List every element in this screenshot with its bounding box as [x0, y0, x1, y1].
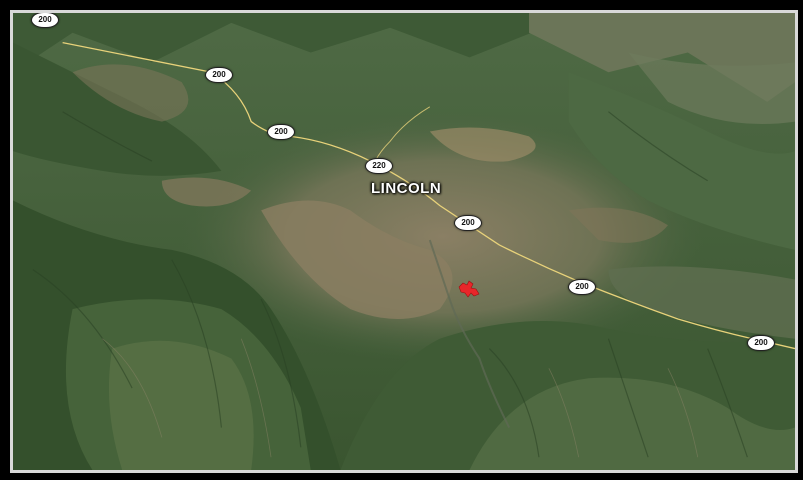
- fire-perimeter-icon[interactable]: [457, 279, 481, 299]
- route-shield-upper-left: 200: [205, 67, 233, 83]
- satellite-map[interactable]: 200 200 200 220 200 200 200 LINCOLN: [10, 10, 798, 473]
- route-shield-220: 220: [365, 158, 393, 174]
- route-shield-top-left: 200: [31, 13, 59, 28]
- town-label: LINCOLN: [371, 180, 442, 197]
- route-shield-center: 200: [454, 215, 482, 231]
- route-shield-far-right: 200: [747, 335, 775, 351]
- terrain-imagery: [13, 13, 795, 470]
- route-shield-mid-left: 200: [267, 124, 295, 140]
- highway-220-line: [374, 106, 431, 162]
- route-shield-right-mid: 200: [568, 279, 596, 295]
